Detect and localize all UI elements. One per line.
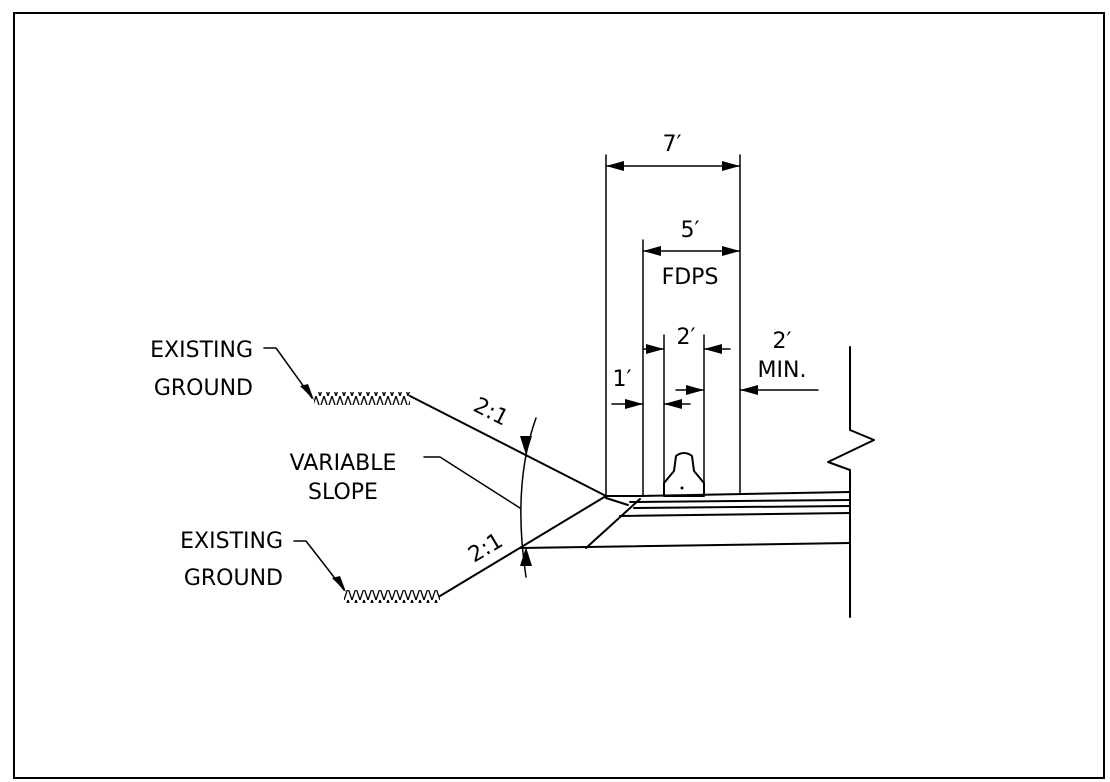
roadway-section: [519, 491, 851, 549]
dimension-7ft-label: 7′: [663, 132, 682, 157]
upper-slope: [314, 392, 607, 497]
dimension-2ft-min: 2′ MIN.: [675, 329, 819, 395]
existing-ground-upper-line1: EXISTING: [150, 338, 253, 363]
fdps-label: FDPS: [662, 265, 719, 290]
existing-ground-upper-line2: GROUND: [154, 376, 253, 401]
existing-ground-lower-line2: GROUND: [184, 566, 283, 591]
dimension-2ft-barrier: 2′: [642, 325, 731, 354]
dimension-2ft-min-label: 2′: [773, 329, 792, 354]
break-line: [827, 346, 875, 618]
variable-slope-line2: SLOPE: [308, 480, 378, 505]
variable-slope-arc: [520, 417, 537, 578]
leader-variable-slope: [423, 456, 521, 509]
concrete-barrier: [663, 452, 705, 497]
drawing-border: [13, 12, 1105, 779]
min-label: MIN.: [758, 358, 807, 383]
slope-ratio-upper: 2:1: [469, 393, 512, 431]
dimension-5ft-fdps: 5′ FDPS: [642, 218, 741, 290]
existing-ground-lower-line1: EXISTING: [180, 529, 283, 554]
dimension-5ft-label: 5′: [681, 218, 700, 243]
slope-ratio-lower: 2:1: [464, 528, 507, 568]
leader-existing-ground-lower: [293, 540, 345, 591]
dimension-7ft: 7′: [605, 132, 741, 171]
dimension-1ft: 1′: [611, 367, 691, 409]
dimension-1ft-label: 1′: [613, 367, 632, 392]
dimension-2ft-label: 2′: [677, 325, 696, 350]
variable-slope-line1: VARIABLE: [290, 451, 397, 476]
leader-existing-ground-upper: [263, 347, 313, 399]
